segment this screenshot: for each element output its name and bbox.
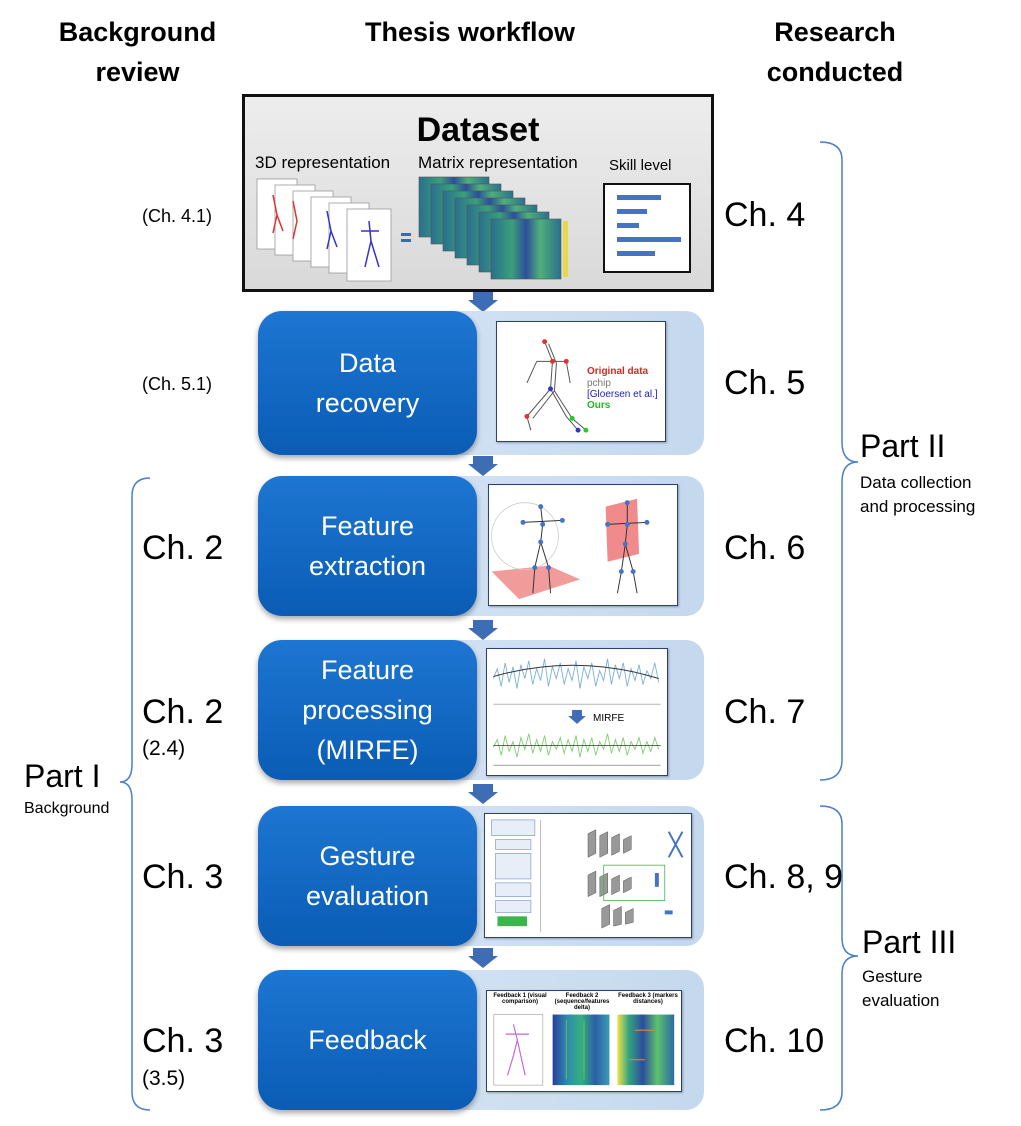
mirfe-label: MIRFE	[593, 713, 625, 724]
part-iii-subtitle-2: evaluation	[862, 991, 940, 1010]
part-iii-title: Part III	[862, 924, 957, 960]
data-recovery-figure: Original data pchip [Gloersen et al.] Ou…	[496, 321, 666, 442]
feedback-panel-1-label: Feedback 1 (visual comparison)	[493, 993, 547, 1005]
part-i-title: Part I	[24, 758, 101, 794]
step-feature-processing-left-ref: Ch. 2	[142, 693, 224, 731]
header-background-review: Background review	[58, 17, 217, 87]
step-gesture-evaluation-right-ref: Ch. 8, 9	[724, 858, 844, 896]
step-feature-extraction-left-ref: Ch. 2	[142, 529, 224, 567]
step-feature-extraction-button[interactable]: Feature extraction	[258, 476, 477, 616]
feature-processing-figure: MIRFE	[486, 648, 668, 776]
legend-pchip: pchip	[587, 378, 611, 389]
step-feedback-right-ref: Ch. 10	[724, 1022, 825, 1060]
step-feedback-left-sub: (3.5)	[142, 1067, 186, 1090]
legend-gloersen: [Gloersen et al.]	[587, 389, 658, 400]
header-research-conducted: Research conducted	[766, 17, 904, 87]
part-ii-bracket	[819, 141, 859, 781]
part-i-bracket	[119, 477, 151, 1111]
step-feedback-left-ref: Ch. 3	[142, 1022, 224, 1060]
feedback-panel-3-label: Feedback 3 (markers distances)	[618, 993, 678, 1005]
part-i-subtitle: Background	[24, 800, 110, 817]
step-feedback-button[interactable]: Feedback	[258, 970, 477, 1110]
arrow-down-icon	[468, 292, 498, 312]
dataset-box: Dataset 3D representation Matrix represe…	[242, 94, 714, 292]
feedback-panel-2-label: Feedback 2 (sequence/features delta)	[554, 993, 610, 1011]
dataset-title: Dataset	[416, 111, 540, 149]
dataset-3d-thumbnails	[256, 178, 392, 282]
header-thesis-workflow: Thesis workflow	[364, 17, 576, 47]
part-ii-subtitle-2: and processing	[860, 497, 976, 516]
part-ii-title: Part II	[860, 428, 946, 464]
feature-extraction-figure	[488, 484, 678, 606]
dataset-3d-label: 3D representation	[255, 153, 391, 172]
arrow-down-icon	[468, 784, 498, 804]
step-data-recovery-right-ref: Ch. 5	[724, 364, 806, 402]
step-gesture-evaluation-left-ref: Ch. 3	[142, 858, 224, 896]
legend-ours: Ours	[587, 400, 611, 411]
step-gesture-evaluation-button[interactable]: Gesture evaluation	[258, 806, 477, 946]
arrow-down-icon	[468, 456, 498, 476]
part-ii-subtitle-1: Data collection	[860, 473, 972, 492]
step-feature-extraction-right-ref: Ch. 6	[724, 529, 806, 567]
equals-icon	[401, 233, 411, 236]
dataset-matrix-label: Matrix representation	[418, 153, 578, 172]
part-iii-subtitle-1: Gesture	[862, 967, 923, 986]
step-feature-processing-left-sub: (2.4)	[142, 737, 186, 760]
gesture-evaluation-figure	[484, 813, 692, 938]
arrow-down-icon	[468, 620, 498, 640]
arrow-down-icon	[468, 948, 498, 968]
feedback-figure: Feedback 1 (visual comparison) Feedback …	[486, 990, 682, 1092]
step-data-recovery-left-ref: (Ch. 5.1)	[142, 374, 213, 394]
legend-original-data: Original data	[587, 366, 649, 377]
dataset-right-ref: Ch. 4	[724, 196, 806, 234]
step-data-recovery-button[interactable]: Data recovery	[258, 311, 477, 455]
part-iii-bracket	[819, 805, 859, 1111]
dataset-left-ref: (Ch. 4.1)	[142, 206, 213, 226]
step-feature-processing-right-ref: Ch. 7	[724, 693, 806, 731]
step-feature-processing-button[interactable]: Feature processing (MIRFE)	[258, 640, 477, 780]
skill-level-chart	[603, 183, 691, 273]
dataset-skill-label: Skill level	[609, 157, 672, 174]
dataset-matrix-thumbnails	[418, 176, 568, 280]
